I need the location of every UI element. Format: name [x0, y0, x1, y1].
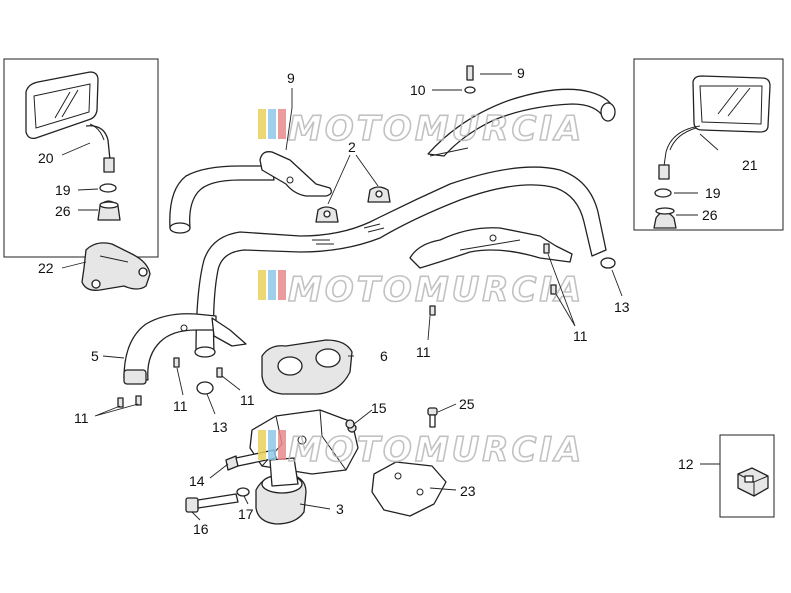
screws-part-11 [117, 243, 557, 408]
bolt-part-16 [185, 493, 239, 513]
callout-10: 10 [410, 82, 426, 98]
watermark-text: MOTOMURCIA [288, 270, 584, 310]
bolt-part-25 [427, 407, 438, 428]
watermark-middle: MOTOMURCIA [258, 269, 584, 311]
clip-inset-frame [719, 434, 775, 518]
watermark-top: MOTOMURCIA [258, 108, 584, 150]
clip-part-12 [737, 467, 769, 497]
screw-part-10 [464, 65, 476, 94]
right-mirror-part-21 [658, 75, 771, 180]
bracket-part-22 [81, 242, 151, 291]
callout-25: 25 [459, 396, 475, 412]
right-grab-rail [409, 88, 616, 269]
left-mirror-inset [3, 58, 159, 258]
right-rubber-part-26 [653, 207, 677, 229]
callout-2: 2 [348, 139, 356, 155]
callout-5: 5 [91, 348, 99, 364]
left-grab-rail [123, 151, 607, 385]
callout-17: 17 [238, 506, 254, 522]
callout-14: 14 [189, 473, 205, 489]
plate-part-23 [371, 461, 447, 517]
callout-23: 23 [460, 483, 476, 499]
callout-9: 9 [287, 70, 295, 86]
right-mirror-inset-frame [633, 58, 784, 231]
callout-13: 13 [614, 299, 630, 315]
left-nut-part-19 [99, 183, 117, 193]
callout-22: 22 [38, 260, 54, 276]
callout-16: 16 [193, 521, 209, 537]
silentblock-part-3 [255, 457, 307, 525]
watermark-bottom: MOTOMURCIA [258, 429, 584, 471]
callout-15: 15 [371, 400, 387, 416]
o-ring-part-13 [196, 381, 214, 395]
callout-19: 19 [705, 185, 721, 201]
callout-3: 3 [336, 501, 344, 517]
callout-6: 6 [380, 348, 388, 364]
callout-26: 26 [55, 203, 71, 219]
left-mirror-part-20 [25, 71, 115, 173]
callout-26: 26 [702, 207, 718, 223]
leader-lines [61, 73, 720, 521]
left-rubber-part-26 [97, 200, 121, 221]
left-mirror-inset-frame [3, 58, 159, 258]
callout-11: 11 [416, 344, 431, 360]
callout-11: 11 [240, 392, 255, 408]
callout-20: 20 [38, 150, 54, 166]
callout-9: 9 [517, 65, 525, 81]
right-mirror-inset [633, 58, 784, 231]
clip-inset [719, 434, 775, 518]
washer-part-17 [236, 487, 250, 497]
callout-12: 12 [678, 456, 694, 472]
washer-part-15 [345, 419, 355, 429]
watermark-text: MOTOMURCIA [288, 109, 584, 149]
callout-labels: 9 9 10 2 20 19 26 21 19 26 22 13 5 6 11 … [38, 65, 758, 537]
right-nut-part-19 [654, 188, 672, 198]
watermark-text: MOTOMURCIA [288, 430, 584, 470]
callout-13: 13 [212, 419, 228, 435]
cover-part-6 [261, 339, 353, 395]
callout-11: 11 [173, 398, 188, 414]
callout-11: 11 [573, 328, 588, 344]
callout-19: 19 [55, 182, 71, 198]
callout-21: 21 [742, 157, 758, 173]
callout-11: 11 [74, 410, 89, 426]
